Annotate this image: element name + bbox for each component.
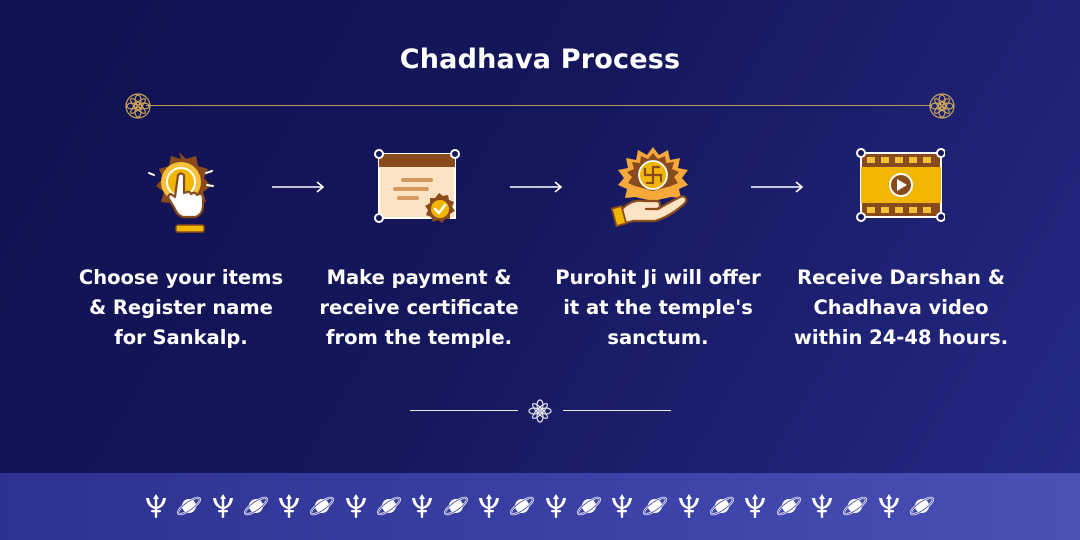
- step-text-line: Chadhava video: [813, 296, 989, 319]
- trident-icon: [345, 494, 366, 518]
- video-film-icon: [856, 148, 945, 222]
- step-text-line: sanctum.: [607, 326, 709, 349]
- trident-icon: [545, 494, 566, 518]
- step-text-line: Receive Darshan &: [797, 266, 1005, 289]
- offering-hand-icon: [610, 147, 688, 228]
- step-text-line: within 24-48 hours.: [793, 326, 1009, 349]
- trident-icon: [878, 494, 899, 518]
- motif-row: [142, 489, 942, 523]
- step-text-line: Make payment &: [326, 266, 512, 289]
- step-2-text: Make payment & receive certificate from …: [309, 263, 529, 353]
- planet-icon: [177, 496, 202, 516]
- planet-icon: [377, 496, 402, 516]
- bottom-divider: [408, 396, 672, 426]
- planet-icon: [776, 496, 801, 516]
- step-text-line: Choose your items: [78, 266, 284, 289]
- certificate-icon: [374, 149, 460, 223]
- planet-icon: [710, 496, 735, 516]
- step-text-line: from the temple.: [326, 326, 512, 349]
- planet-icon: [843, 496, 868, 516]
- trident-icon: [678, 494, 699, 518]
- step-text-line: receive certificate: [319, 296, 519, 319]
- planet-icon: [443, 496, 468, 516]
- header-divider: [146, 105, 932, 106]
- step-text-line: Purohit Ji will offer: [555, 266, 761, 289]
- planet-icon: [310, 496, 335, 516]
- planet-icon: [909, 496, 934, 516]
- planet-icon: [576, 496, 601, 516]
- trident-icon: [745, 494, 766, 518]
- page-title: Chadhava Process: [399, 44, 681, 75]
- planet-icon: [243, 496, 268, 516]
- trident-icon: [279, 494, 300, 518]
- rosette-left-icon: [125, 93, 151, 119]
- trident-icon: [146, 494, 166, 518]
- tap-finger-icon: [148, 152, 214, 233]
- step-1-text: Choose your items & Register name for Sa…: [71, 263, 291, 353]
- trident-icon: [478, 494, 499, 518]
- arrow-right-icon: [272, 181, 325, 193]
- divider-line: [563, 410, 671, 411]
- planet-icon: [510, 496, 535, 516]
- trident-icon: [212, 494, 233, 518]
- trident-icon: [811, 494, 832, 518]
- trident-icon: [412, 494, 433, 518]
- arrow-right-icon: [510, 181, 563, 193]
- step-3-text: Purohit Ji will offer it at the temple's…: [548, 263, 768, 353]
- step-text-line: it at the temple's: [563, 296, 753, 319]
- planet-icon: [643, 496, 668, 516]
- footer-band: [0, 473, 1080, 540]
- trident-icon: [612, 494, 633, 518]
- flower-icon: [528, 399, 552, 423]
- arrow-right-icon: [751, 181, 804, 193]
- step-4-text: Receive Darshan & Chadhava video within …: [791, 263, 1011, 353]
- step-text-line: for Sankalp.: [114, 326, 248, 349]
- rosette-right-icon: [929, 93, 955, 119]
- divider-line: [410, 410, 518, 411]
- step-text-line: & Register name: [89, 296, 273, 319]
